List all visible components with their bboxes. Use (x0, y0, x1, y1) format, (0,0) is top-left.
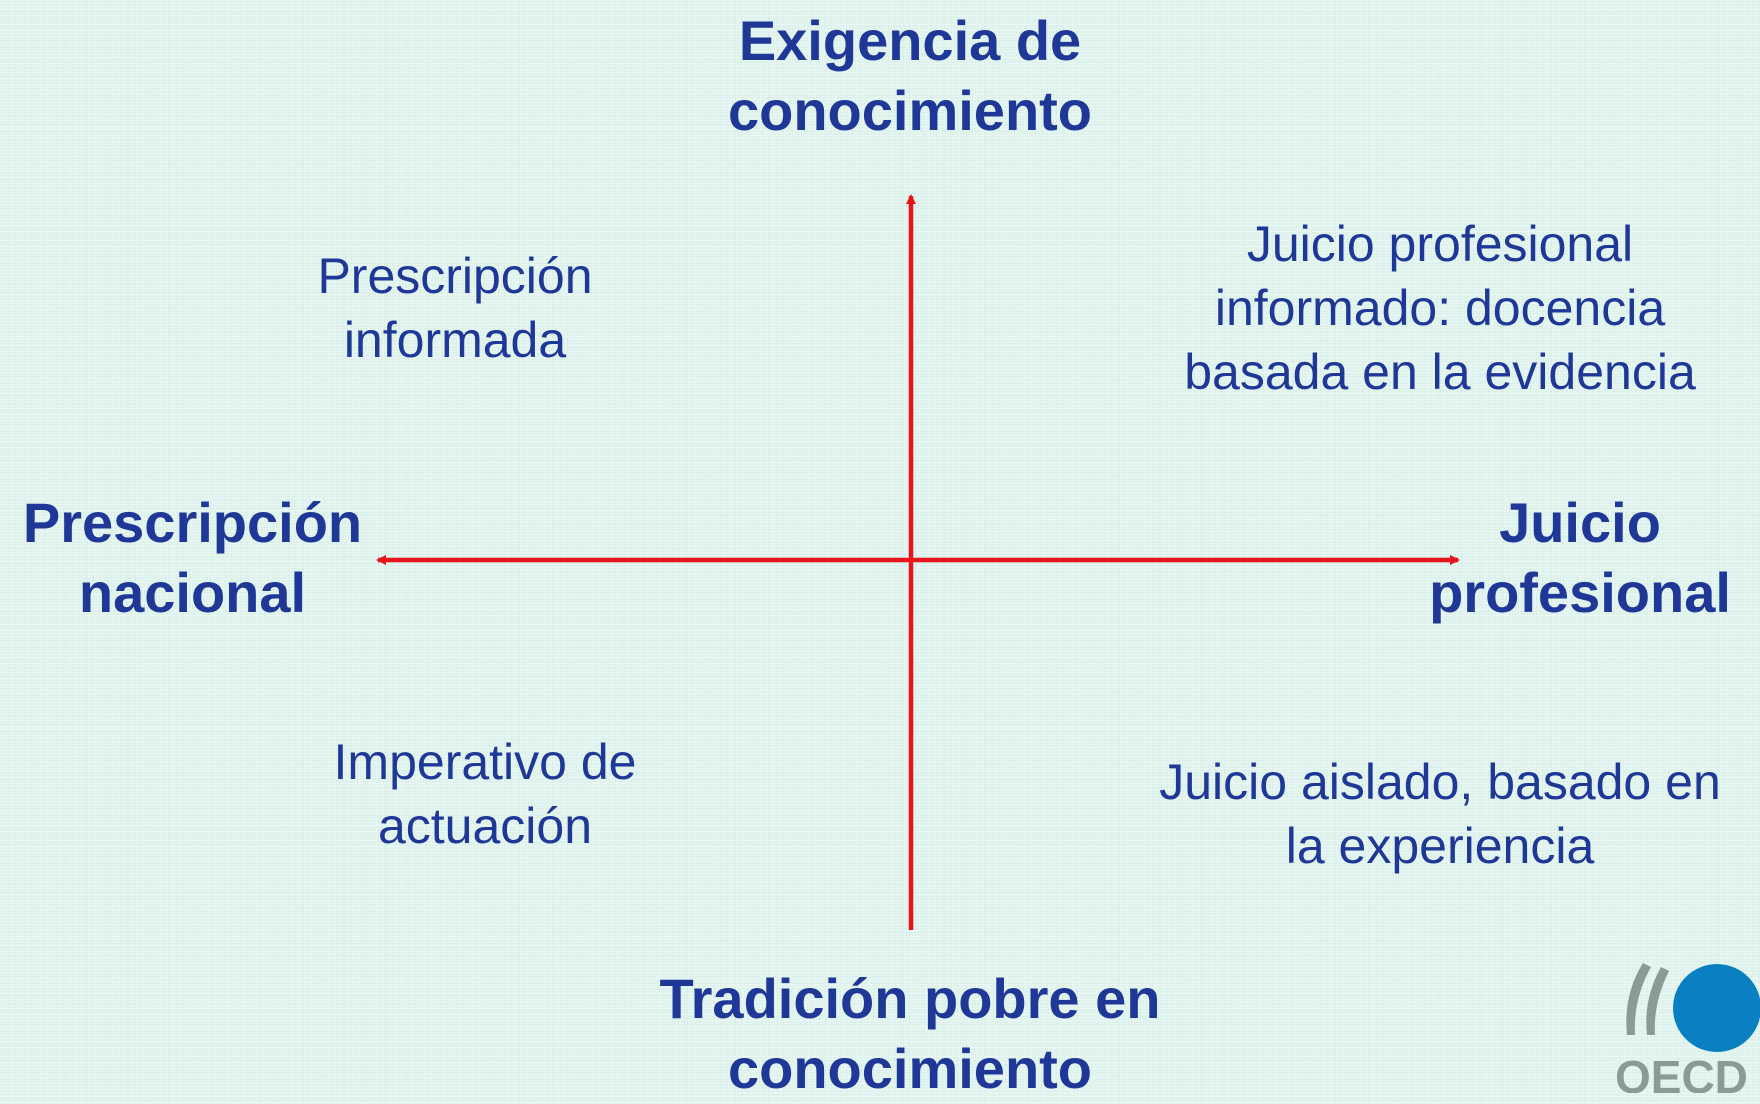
quadrant-label-bottom-right: Juicio aislado, basado en la experiencia (1159, 754, 1721, 874)
quadrant-label-top-left: Prescripción informada (317, 248, 593, 368)
axis-label-left: Prescripción nacional (22, 491, 363, 624)
logo-circle (1673, 964, 1760, 1052)
logo-text: OECD (1615, 1051, 1748, 1093)
axis-label-right: Juicio profesional (1429, 491, 1731, 624)
axis-label-top: Exigencia de conocimiento (727, 9, 1093, 142)
logo-mark-inner (1646, 967, 1669, 1035)
quadrant-label-top-right: Juicio profesional informado: docencia b… (1184, 216, 1696, 400)
logo-mark-outer (1626, 963, 1651, 1035)
oecd-logo: OECD (1615, 963, 1760, 1093)
axis-label-bottom: Tradición pobre en conocimiento (659, 967, 1161, 1100)
quadrant-label-bottom-left: Imperativo de actuación (333, 734, 637, 854)
